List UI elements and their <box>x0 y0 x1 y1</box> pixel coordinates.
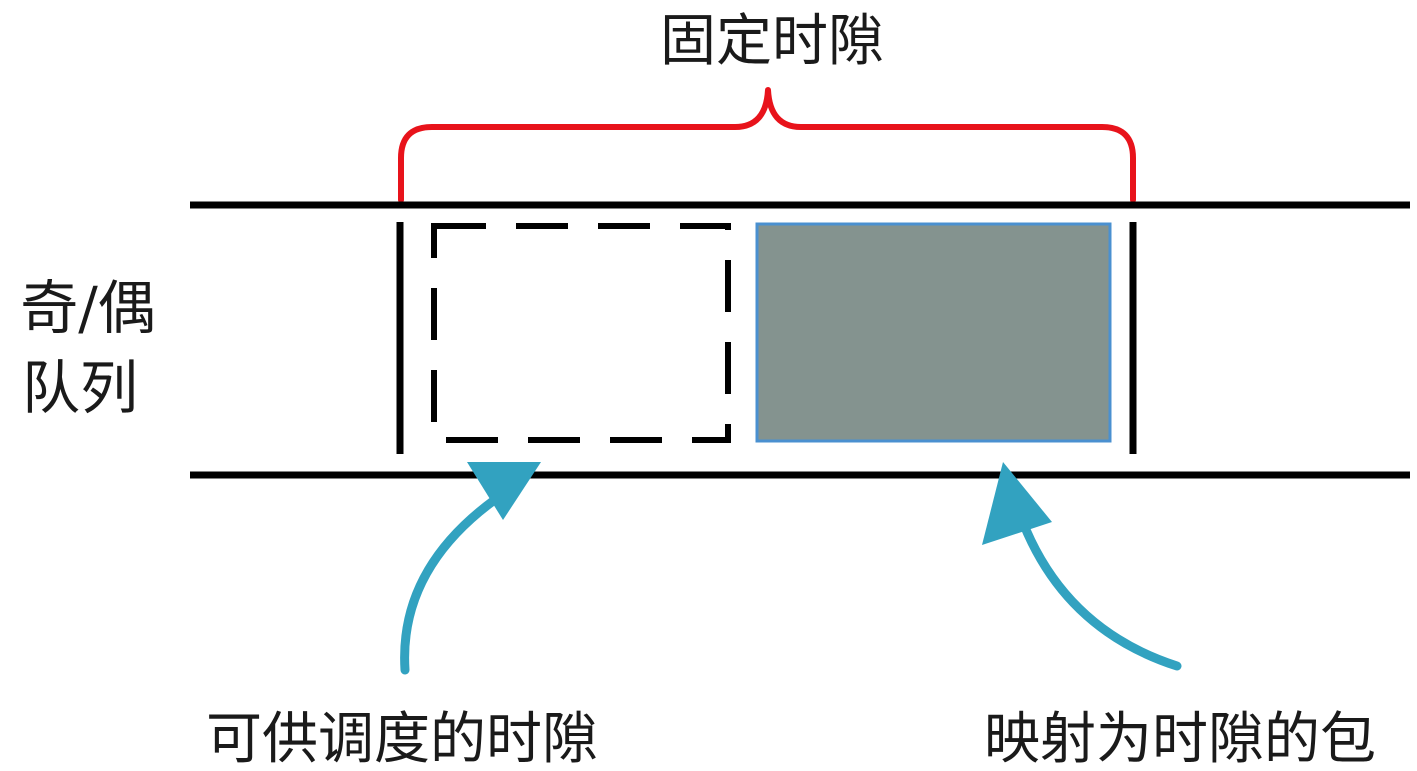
available-slot-label: 可供调度的时隙 <box>206 707 598 771</box>
available-slot-box <box>431 223 731 443</box>
queue-label-line2: 队列 <box>22 354 138 422</box>
fixed-slot-title: 固定时隙 <box>660 9 884 74</box>
mapped-packet-arrow-head <box>982 462 1052 545</box>
available-slot-arrow-head <box>467 462 541 520</box>
queue-label-line1: 奇/偶 <box>20 274 156 342</box>
fixed-slot-brace <box>398 87 1136 203</box>
mapped-packet-box <box>755 222 1112 443</box>
mapped-packet-label: 映射为时隙的包 <box>984 707 1376 771</box>
available-slot-arrow-shaft <box>400 481 520 675</box>
